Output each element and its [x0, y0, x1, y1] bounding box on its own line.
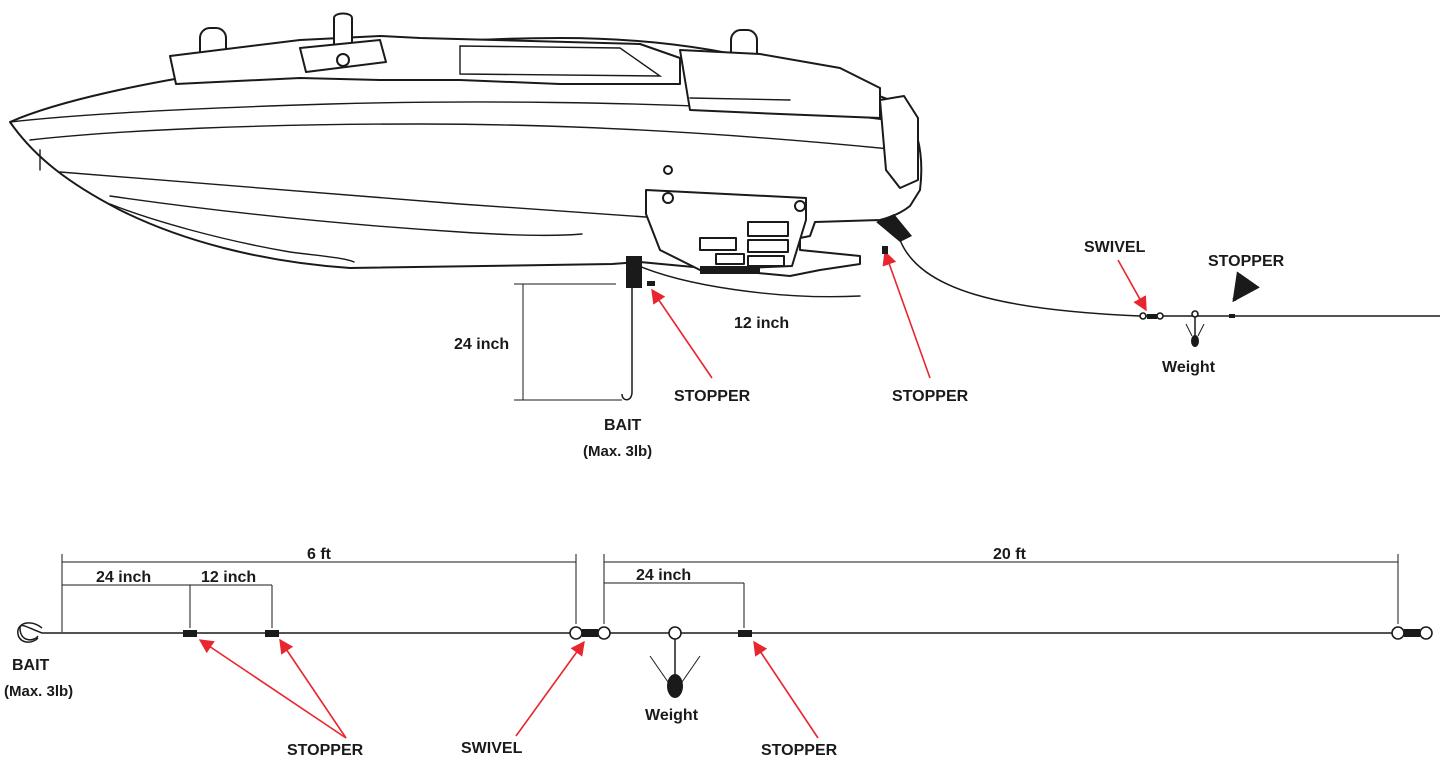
arrow-swivel-bottom	[515, 640, 585, 737]
dim-20-ft: 20 ft	[603, 546, 1399, 624]
label-stopper-bottom-left: STOPPER	[287, 742, 364, 755]
stopper-3	[738, 630, 752, 637]
arrow-stopper-mid-top	[882, 250, 931, 379]
label-20-ft: 20 ft	[993, 546, 1027, 563]
swivel-ring-left	[569, 626, 583, 640]
release-clip-left	[626, 256, 642, 288]
arrow-stopper-3	[753, 640, 819, 739]
label-12-inch-top: 12 inch	[734, 315, 789, 332]
label-stopper-mid-top: STOPPER	[892, 388, 969, 405]
label-swivel-top: SWIVEL	[1084, 239, 1146, 256]
label-stopper-left-top: STOPPER	[674, 388, 751, 405]
label-6-ft: 6 ft	[307, 546, 332, 563]
label-weight-bottom: Weight	[645, 707, 699, 724]
label-12-inch-bottom: 12 inch	[201, 569, 256, 586]
label-stopper-bottom-right: STOPPER	[761, 742, 838, 755]
dim-24-inch-bottom-left: 24 inch	[62, 569, 191, 628]
label-bait-max-top: (Max. 3lb)	[583, 443, 652, 460]
stopper-2	[265, 630, 279, 637]
hook-icon	[19, 624, 58, 641]
top-drop-line	[621, 281, 655, 401]
label-bait-bottom: BAIT	[12, 657, 50, 674]
label-bait-top: BAIT	[604, 417, 642, 434]
arrow-swivel-top	[1117, 259, 1147, 312]
swivel-ring-right	[597, 626, 611, 640]
release-clip-rear	[876, 214, 912, 242]
dim-24-inch-bottom-right: 24 inch	[604, 567, 745, 628]
top-main-line	[882, 239, 1440, 347]
arrow-stopper-2	[279, 638, 347, 739]
label-weight-top: Weight	[1162, 359, 1216, 376]
label-stopper-right-top: STOPPER	[1208, 253, 1285, 270]
bait-boat	[9, 12, 923, 298]
bottom-main-line	[17, 622, 1433, 698]
dim-6-ft: 6 ft	[61, 546, 577, 632]
label-24-inch-top: 24 inch	[454, 336, 509, 353]
label-24-inch-bottom-right: 24 inch	[636, 567, 691, 584]
stopper-1	[183, 630, 197, 637]
dim-12-inch-bottom: 12 inch	[190, 569, 273, 628]
arrow-stopper-right-top	[1232, 271, 1260, 303]
arrow-stopper-left-top	[651, 288, 713, 379]
label-swivel-bottom: SWIVEL	[461, 740, 523, 755]
dim-top-24-inch: 24 inch	[454, 283, 622, 401]
weight-icon	[667, 674, 683, 698]
label-bait-max-bottom: (Max. 3lb)	[4, 683, 73, 700]
arrow-stopper-1	[198, 639, 347, 739]
top-stopper-left-mark	[647, 281, 655, 286]
label-24-inch-bottom-left: 24 inch	[96, 569, 151, 586]
weight-ring	[668, 626, 682, 640]
